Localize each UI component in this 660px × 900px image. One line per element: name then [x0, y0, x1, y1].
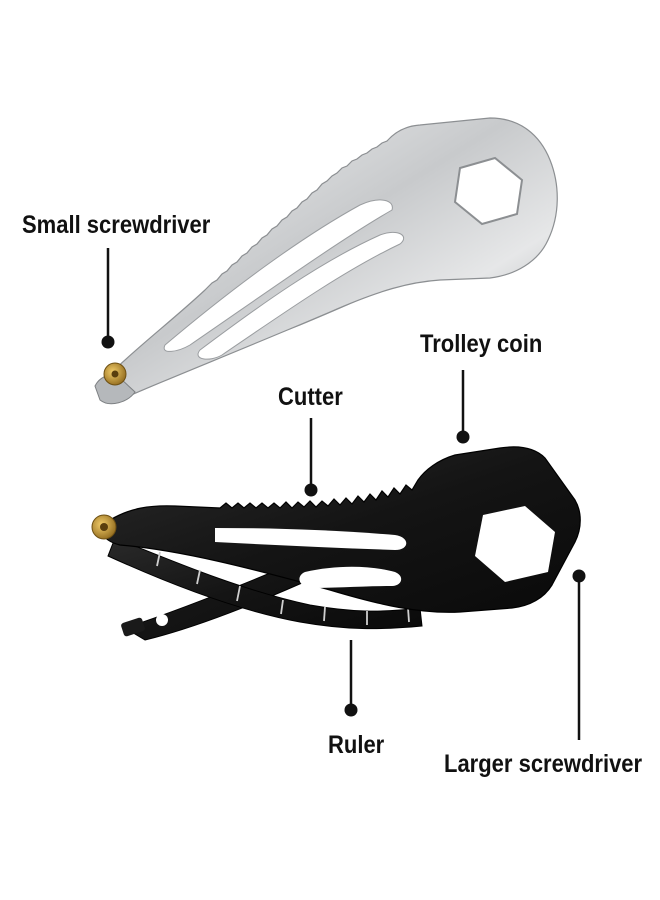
pointer-larger-screwdriver-dot [572, 569, 586, 583]
label-trolley-coin: Trolley coin [420, 330, 543, 358]
black-key-hole [156, 614, 168, 626]
pointer-ruler-dot [344, 703, 358, 717]
black-ruler-arm [107, 537, 423, 630]
label-larger-screwdriver: Larger screwdriver [444, 750, 643, 778]
black-main-body [102, 446, 581, 613]
label-small-screwdriver: Small screwdriver [22, 211, 211, 239]
pointer-trolley-coin-dot [456, 430, 470, 444]
black-screw-center [100, 523, 108, 531]
silver-screw-center [111, 370, 119, 378]
label-cutter: Cutter [278, 383, 343, 411]
callout-pointers [101, 248, 586, 740]
black-key-tip [121, 617, 145, 637]
silver-main-body [111, 117, 558, 395]
label-ruler: Ruler [328, 731, 385, 759]
silver-slot-lower [197, 231, 405, 360]
silver-hex-hole [453, 156, 524, 226]
black-ruler-ticks [156, 551, 410, 625]
black-hex-hole [475, 506, 555, 582]
silver-screwdriver-tip [94, 374, 136, 405]
black-slot-upper [215, 528, 407, 550]
black-multitool [91, 446, 581, 641]
pointer-cutter-dot [304, 483, 318, 497]
silver-slot-upper [163, 199, 393, 352]
silver-multitool [94, 117, 558, 405]
black-slot-lower [299, 566, 402, 588]
pointer-small-screwdriver-dot [101, 335, 115, 349]
